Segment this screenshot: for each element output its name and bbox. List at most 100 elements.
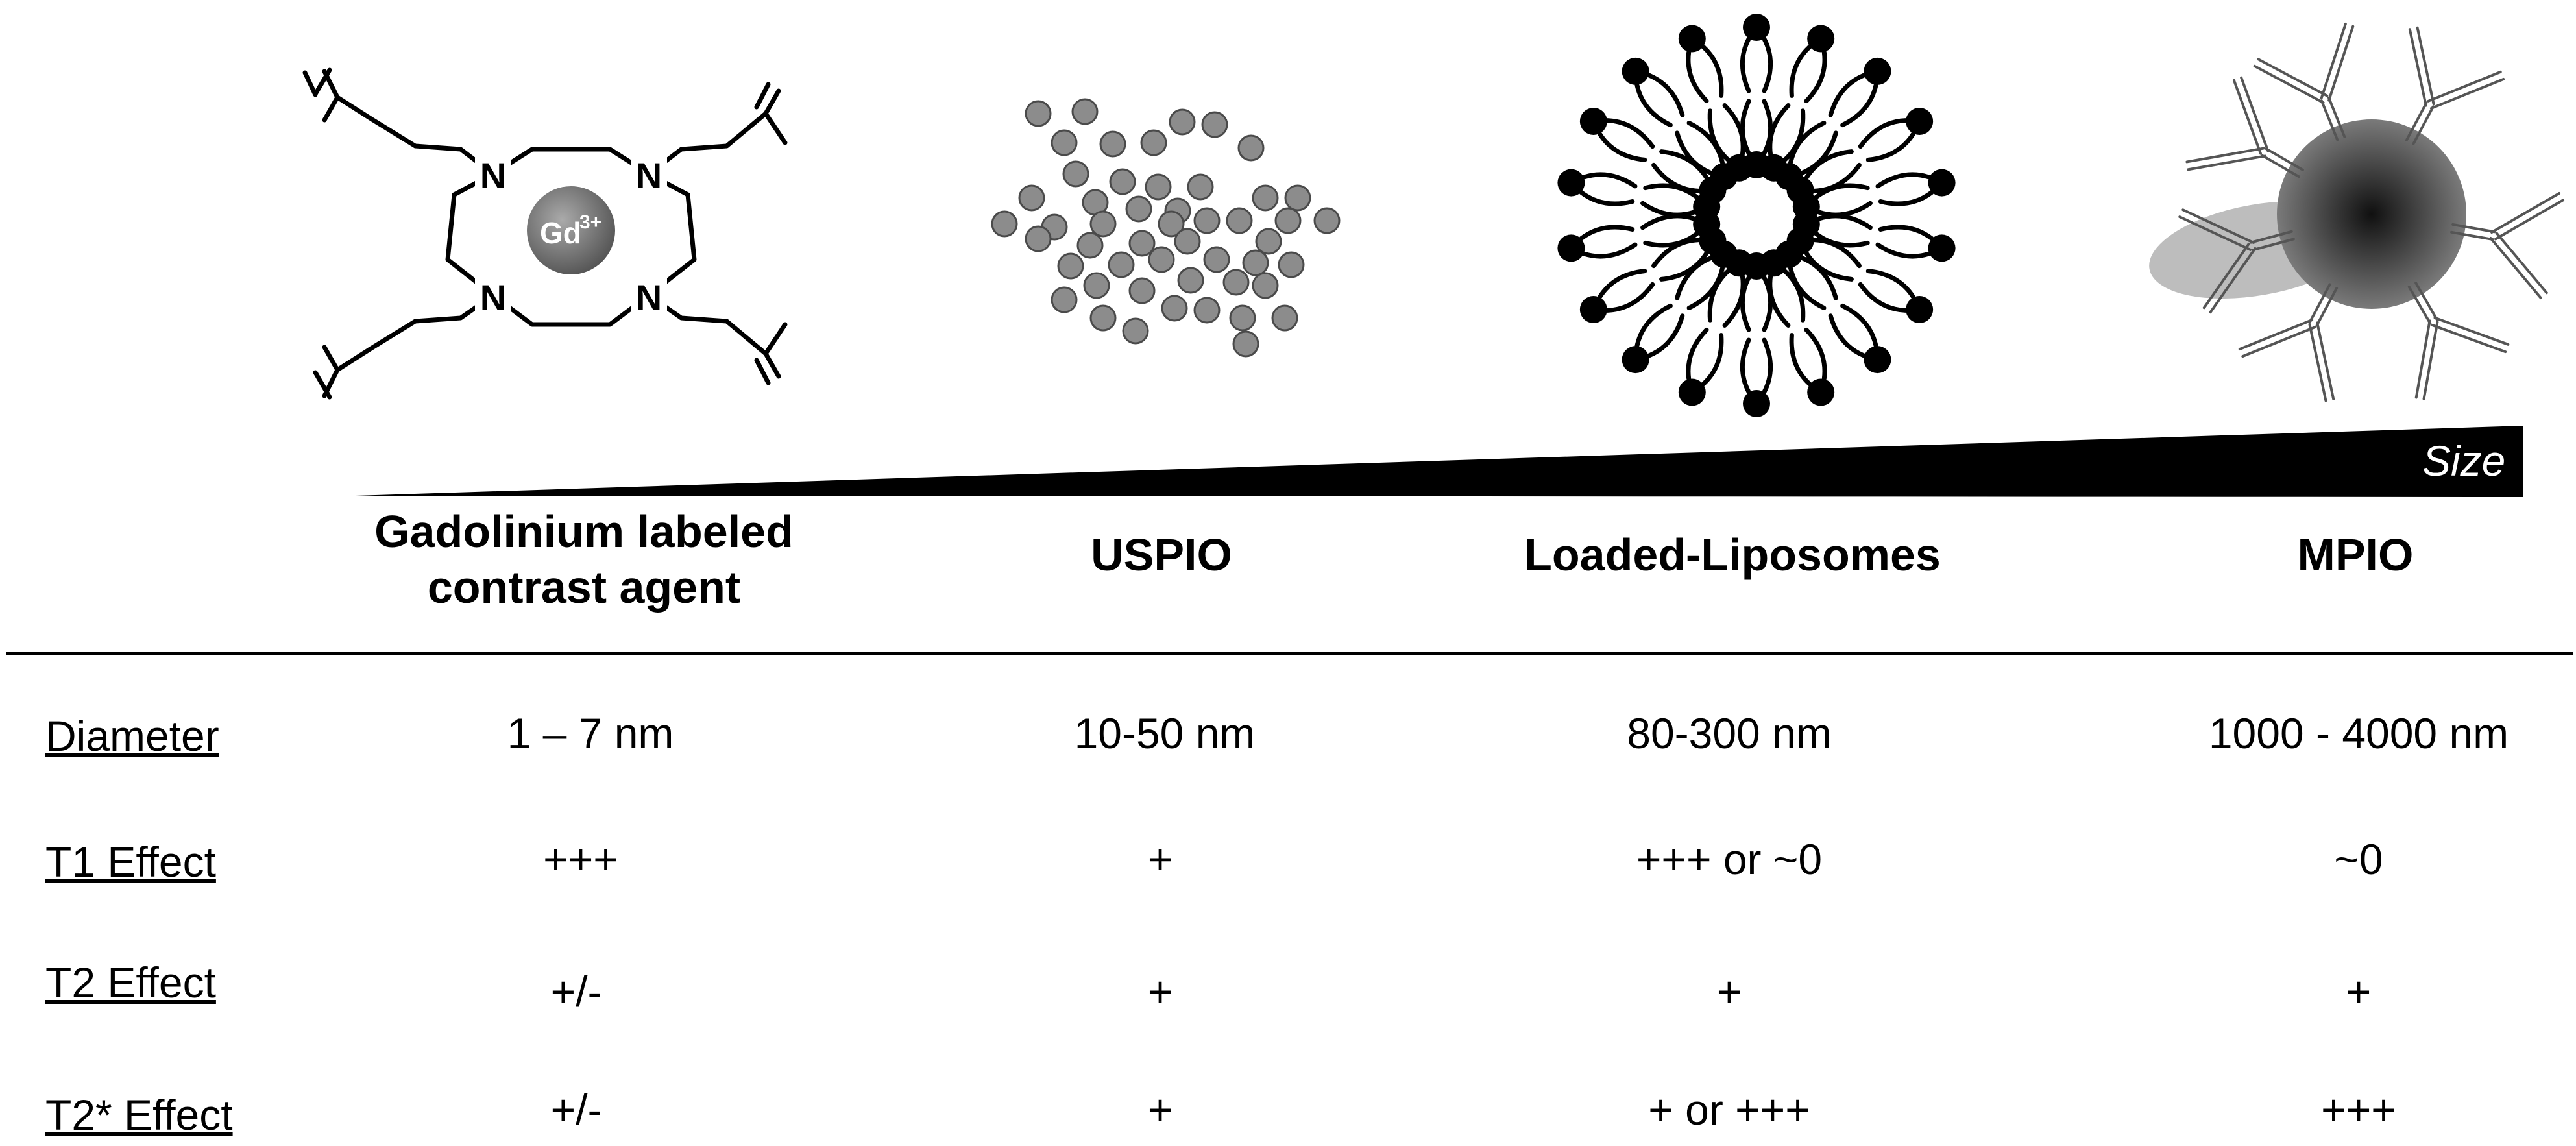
antibody [2253, 22, 2355, 141]
arm-top-right [646, 82, 788, 177]
uspio-particle-cluster [991, 98, 1341, 358]
bridge-bottom [491, 293, 651, 327]
phospholipid [1740, 252, 1773, 417]
uspio-particle [1108, 251, 1135, 278]
uspio-particle [1083, 272, 1110, 299]
uspio-particle [1278, 251, 1305, 278]
agent-liposomes-name: Loaded-Liposomes [1524, 530, 1941, 580]
gadolinium-charge: 3+ [579, 212, 601, 233]
bridge-right [646, 171, 697, 298]
agent-name-line: Gadolinium labeled [374, 506, 794, 557]
phospholipid [1579, 227, 1727, 323]
uspio-particle [1242, 249, 1269, 276]
arm-bottom-right [646, 293, 788, 385]
table-cell: + or +++ [1648, 1086, 1810, 1134]
phospholipid [1786, 227, 1934, 323]
antibody [2238, 283, 2339, 402]
uspio-particle [1193, 297, 1221, 324]
table-cell: +/- [550, 968, 602, 1016]
table-cell: 10-50 nm [1074, 709, 1256, 757]
uspio-particle [1109, 168, 1136, 195]
mpio-sphere [2277, 119, 2466, 309]
row-label-t1-effect: T1 Effect [45, 838, 216, 886]
uspio-particle [1201, 111, 1228, 138]
uspio-particle [1062, 160, 1089, 188]
uspio-particle [1057, 252, 1084, 280]
arm-bottom-left [313, 293, 496, 400]
phospholipid [1579, 108, 1727, 204]
uspio-particle [1076, 232, 1104, 259]
antibody [2185, 76, 2304, 178]
table-cell: 1 – 7 nm [507, 709, 674, 757]
gadolinium-chelate-structure [302, 67, 788, 400]
uspio-particle [1161, 295, 1188, 322]
phospholipid [1775, 240, 1891, 374]
table-cell: ~0 [2334, 835, 2383, 883]
uspio-particle [1148, 246, 1175, 273]
nitrogen-label: N [636, 277, 662, 318]
phospholipid [1678, 25, 1753, 182]
agent-gadolinium-name: Gadolinium labeled contrast agent [357, 504, 811, 615]
uspio-particle [1051, 286, 1078, 313]
antibody [2407, 282, 2510, 400]
row-label-t2-effect: T2 Effect [45, 958, 216, 1006]
uspio-particle [1229, 304, 1256, 332]
bridge-top [491, 147, 651, 177]
nitrogen-label: N [636, 155, 662, 196]
uspio-particle [1128, 230, 1156, 257]
agent-name-line: contrast agent [427, 562, 741, 613]
uspio-particle [1222, 269, 1250, 296]
phospholipid [1557, 169, 1721, 221]
uspio-particle [1071, 98, 1099, 125]
uspio-particle [1226, 207, 1253, 234]
uspio-particle [1122, 317, 1149, 345]
uspio-particle [1089, 304, 1117, 332]
phospholipid [1792, 210, 1956, 262]
uspio-particle [1169, 108, 1196, 136]
phospholipid [1622, 240, 1738, 374]
phospholipid [1622, 57, 1738, 191]
uspio-particle [1018, 184, 1045, 212]
uspio-particle [1099, 130, 1126, 158]
uspio-particle [1252, 272, 1279, 299]
table-cell: +/- [550, 1086, 602, 1134]
table-cell: 80-300 nm [1627, 709, 1832, 757]
uspio-particle [1145, 173, 1172, 201]
antibody [2405, 26, 2505, 145]
agent-mpio-name: MPIO [2297, 530, 2414, 580]
table-cell: +++ [2321, 1086, 2396, 1134]
nitrogen-label: N [480, 155, 506, 196]
phospholipid [1775, 57, 1891, 191]
uspio-particle [1187, 173, 1214, 201]
table-cell: + [1147, 1086, 1173, 1134]
uspio-particle [1158, 210, 1185, 238]
size-label: Size [2422, 437, 2506, 485]
uspio-particle [1313, 207, 1341, 234]
uspio-particle [1255, 228, 1282, 255]
antibody [2450, 191, 2565, 299]
uspio-particle [1274, 207, 1302, 234]
phospholipid [1786, 108, 1934, 204]
size-wedge [356, 426, 2523, 497]
table-cell: + [2346, 968, 2372, 1016]
uspio-particle [1174, 228, 1201, 255]
uspio-particle [1051, 129, 1078, 156]
uspio-particle [1125, 195, 1152, 223]
nitrogen-label: N [480, 277, 506, 318]
table-cell: + [1716, 968, 1742, 1016]
table-cell: +++ [543, 835, 618, 883]
uspio-particle [1089, 210, 1117, 238]
arm-top-left [302, 67, 496, 177]
phospholipid [1557, 210, 1721, 262]
liposome-structure [1557, 14, 1956, 417]
uspio-particle [991, 210, 1018, 238]
uspio-particle [1252, 184, 1279, 212]
uspio-particle [1025, 225, 1052, 252]
gadolinium-symbol: Gd [540, 216, 581, 250]
antibody [2178, 208, 2295, 314]
nitrogen-labels: N N N N [475, 151, 667, 318]
table-cell: +++ or ~0 [1636, 835, 1823, 883]
row-label-diameter: Diameter [45, 712, 219, 760]
table-cell: + [1147, 968, 1173, 1016]
